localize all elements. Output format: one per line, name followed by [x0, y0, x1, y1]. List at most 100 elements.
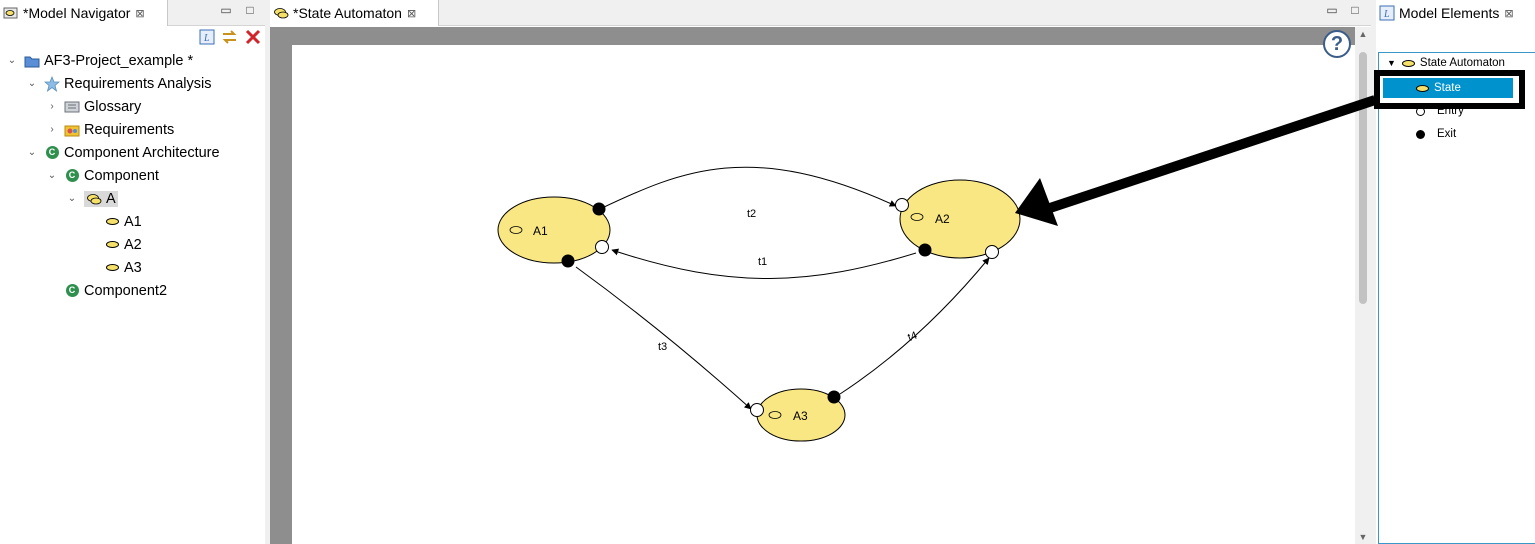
- minimize-icon[interactable]: ▭: [1326, 3, 1338, 17]
- navigator-tree: ⌄ AF3-Project_example * ⌄ Requirements A…: [0, 49, 265, 302]
- chevron-down-icon[interactable]: ⌄: [27, 147, 37, 158]
- component-icon: C: [64, 168, 80, 184]
- editor-tab-strip: [270, 0, 1371, 26]
- maximize-icon[interactable]: □: [1351, 3, 1359, 17]
- navigator-toolbar: L: [198, 28, 261, 45]
- state-automaton-icon: [273, 5, 289, 21]
- palette-item-exit[interactable]: Exit: [1416, 128, 1456, 140]
- tab-model-elements[interactable]: L Model Elements ⊠: [1376, 0, 1535, 26]
- exit-point[interactable]: [592, 202, 606, 216]
- tree-item-label: A2: [124, 236, 142, 253]
- scroll-up-icon[interactable]: ▲: [1358, 29, 1368, 39]
- state-icon: [1416, 84, 1429, 92]
- tree-item-a1[interactable]: A1: [0, 210, 265, 233]
- palette-item-state-automaton[interactable]: ▼ State Automaton: [1387, 57, 1505, 69]
- tree-item-component[interactable]: ⌄ C Component: [0, 164, 265, 187]
- exit-point[interactable]: [561, 254, 575, 268]
- palette-item-label: Exit: [1437, 128, 1457, 140]
- right-sash[interactable]: [1371, 0, 1376, 544]
- chevron-down-icon[interactable]: ⌄: [47, 170, 57, 181]
- palette-item-label: State Automaton: [1419, 57, 1505, 69]
- transition-t2[interactable]: [599, 166, 897, 210]
- scroll-thumb[interactable]: [1359, 52, 1367, 304]
- state-label-a2: A2: [935, 212, 950, 226]
- tab-model-elements-label: Model Elements: [1399, 5, 1500, 21]
- palette-item-label: Entry: [1437, 105, 1464, 117]
- svg-text:L: L: [203, 33, 210, 44]
- tree-item-a3[interactable]: A3: [0, 256, 265, 279]
- diagram-canvas-frame: t2 t1 t3 t4 A1 A2: [270, 27, 1355, 544]
- state-icon: [509, 226, 523, 234]
- tree-item-label: AF3-Project_example *: [44, 52, 194, 69]
- transition-label-t1[interactable]: t1: [758, 256, 767, 268]
- state-a3[interactable]: A3: [750, 388, 846, 442]
- selected-tree-node[interactable]: A: [84, 190, 118, 207]
- state-icon: [104, 214, 120, 230]
- maximize-icon[interactable]: □: [246, 3, 254, 17]
- sync-icon[interactable]: [221, 28, 238, 45]
- model-elements-palette: ▼ State Automaton State Entry Exit: [1378, 52, 1535, 544]
- chevron-right-icon[interactable]: ›: [50, 124, 54, 135]
- exit-point[interactable]: [918, 243, 932, 257]
- chevron-down-icon[interactable]: ⌄: [7, 55, 17, 66]
- tab-model-navigator[interactable]: *Model Navigator ⊠: [0, 0, 168, 26]
- chevron-down-icon[interactable]: ⌄: [67, 193, 77, 204]
- help-icon[interactable]: ?: [1323, 30, 1351, 58]
- palette-item-label: State: [1434, 82, 1461, 94]
- state-automaton-icon: [1401, 59, 1415, 67]
- tab-state-automaton[interactable]: *State Automaton ⊠: [270, 0, 439, 26]
- state-automaton-editor: *State Automaton ⊠ ▭ □ t2 t1 t3 t4: [270, 0, 1371, 544]
- tree-item-requirements-analysis[interactable]: ⌄ Requirements Analysis: [0, 72, 265, 95]
- tree-item-label: A3: [124, 259, 142, 276]
- tree-item-requirements[interactable]: › Requirements: [0, 118, 265, 141]
- component-icon: C: [64, 283, 80, 299]
- tree-item-a[interactable]: ⌄ A: [0, 187, 265, 210]
- delete-icon[interactable]: [244, 28, 261, 45]
- tree-item-a2[interactable]: A2: [0, 233, 265, 256]
- minimize-icon[interactable]: ▭: [220, 3, 232, 17]
- transition-t4[interactable]: [839, 257, 990, 395]
- palette-item-entry[interactable]: Entry: [1416, 105, 1464, 117]
- exit-icon: [1416, 129, 1425, 139]
- left-sash[interactable]: [265, 0, 270, 544]
- palette-item-state[interactable]: State: [1383, 78, 1513, 98]
- tree-item-label: A: [106, 190, 116, 207]
- transition-t1[interactable]: [611, 248, 917, 279]
- tree-item-project[interactable]: ⌄ AF3-Project_example *: [0, 49, 265, 72]
- tree-item-label: Component: [84, 167, 159, 184]
- link-with-editor-icon[interactable]: L: [198, 28, 215, 45]
- close-icon[interactable]: ⊠: [1504, 7, 1514, 20]
- transition-label-t4[interactable]: t4: [906, 330, 919, 344]
- tree-item-component-architecture[interactable]: ⌄ C Component Architecture: [0, 141, 265, 164]
- entry-point[interactable]: [750, 403, 764, 417]
- state-icon: [910, 213, 924, 221]
- tab-model-navigator-label: *Model Navigator: [23, 5, 131, 21]
- model-elements-view: L Model Elements ⊠ ▼ State Automaton Sta…: [1376, 0, 1535, 544]
- tree-item-glossary[interactable]: › Glossary: [0, 95, 265, 118]
- state-icon: [104, 237, 120, 253]
- entry-icon: [1416, 106, 1425, 116]
- transition-label-t2[interactable]: t2: [747, 208, 756, 220]
- tree-item-label: Glossary: [84, 98, 142, 115]
- diagram-canvas[interactable]: t2 t1 t3 t4 A1 A2: [292, 45, 1355, 544]
- state-a1[interactable]: A1: [497, 196, 611, 268]
- close-icon[interactable]: ⊠: [406, 7, 417, 20]
- close-icon[interactable]: ⊠: [135, 7, 145, 20]
- component-icon: C: [44, 145, 60, 161]
- chevron-down-icon[interactable]: ⌄: [27, 78, 37, 89]
- entry-point[interactable]: [895, 198, 909, 212]
- transition-t3[interactable]: [575, 266, 752, 410]
- chevron-right-icon[interactable]: ›: [50, 101, 54, 112]
- entry-point[interactable]: [595, 240, 609, 254]
- chevron-down-icon[interactable]: ▼: [1387, 58, 1396, 68]
- tree-item-component2[interactable]: C Component2: [0, 279, 265, 302]
- glossary-icon: [64, 99, 80, 115]
- tree-item-label: Component Architecture: [64, 144, 220, 161]
- scroll-down-icon[interactable]: ▼: [1358, 532, 1368, 542]
- exit-point[interactable]: [827, 390, 841, 404]
- navigator-icon: [3, 5, 19, 21]
- entry-point[interactable]: [985, 245, 999, 259]
- editor-vertical-scrollbar[interactable]: ▲ ▼: [1355, 27, 1371, 544]
- transition-label-t3[interactable]: t3: [658, 341, 667, 353]
- state-a2[interactable]: A2: [895, 179, 1021, 259]
